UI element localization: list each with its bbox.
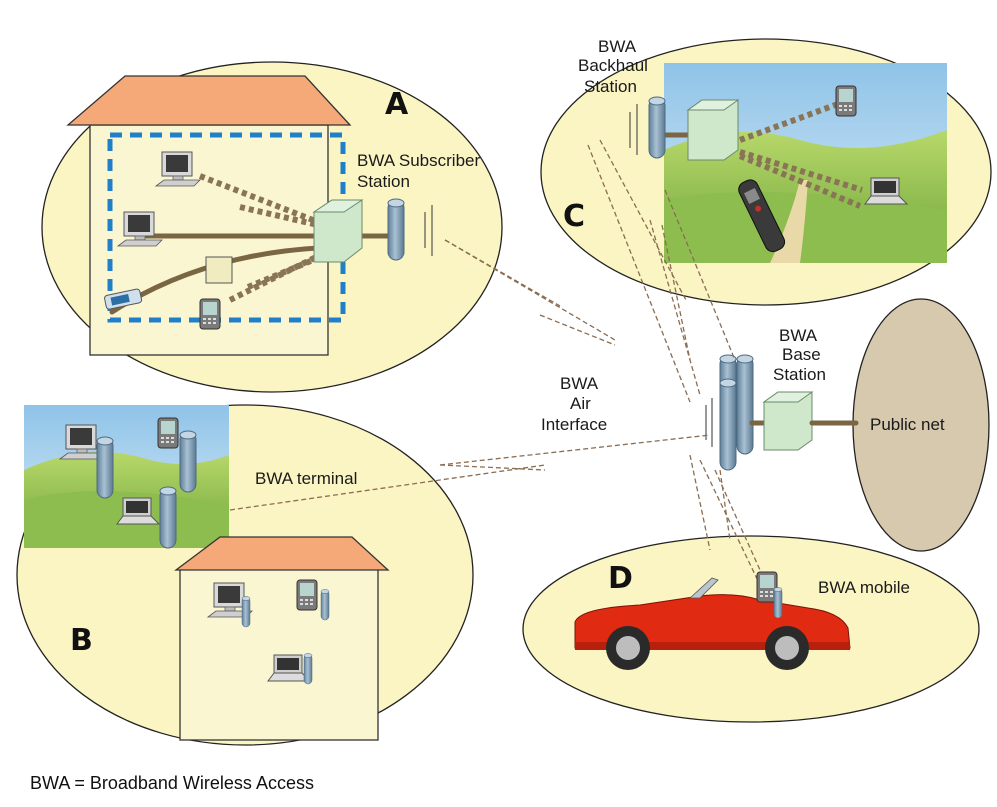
house-icon: [174, 536, 390, 741]
antenna-icon: [773, 587, 783, 619]
signal-waves-icon: [629, 104, 638, 155]
backhaul-label-line1: BWA: [598, 37, 637, 56]
subscriber-station-label-line1: BWA Subscriber: [357, 151, 480, 170]
footnote: BWA = Broadband Wireless Access: [30, 773, 314, 793]
pda-icon: [199, 298, 221, 330]
air-interface-label-line3: Interface: [541, 415, 607, 434]
antenna-icon: [179, 430, 197, 493]
terminal-landscape-image: [24, 405, 229, 548]
antenna-icon: [648, 96, 666, 159]
zone-d-letter: D: [608, 561, 633, 596]
subscriber-station-label-line2: Station: [357, 172, 410, 191]
zone-c-letter: C: [563, 199, 585, 234]
pda-icon: [835, 85, 857, 117]
antenna-icon: [387, 198, 405, 261]
switch-box: [205, 256, 233, 284]
zone-a-letter: A: [385, 87, 409, 122]
base-station-antenna-group: [719, 354, 754, 471]
base-station-label-line1: BWA: [779, 326, 818, 345]
air-interface-label-line1: BWA: [560, 374, 599, 393]
antenna-icon: [303, 653, 313, 685]
base-station-box: [762, 391, 814, 451]
antenna-icon: [241, 596, 251, 628]
mobile-label: BWA mobile: [818, 578, 910, 597]
backhaul-label-line2: Backhaul: [578, 56, 648, 75]
backhaul-label-line3: Station: [584, 77, 637, 96]
laptop-icon: [104, 288, 143, 310]
pda-icon: [157, 417, 179, 449]
air-interface-rays: [229, 139, 761, 586]
base-station-label-line3: Station: [773, 365, 826, 384]
backhaul-station-box: [686, 99, 740, 161]
antenna-icon: [320, 589, 330, 621]
antenna-icon: [96, 436, 114, 499]
backhaul-landscape-image: [664, 63, 947, 263]
signal-waves-icon: [705, 398, 713, 447]
base-station-label-line2: Base: [782, 345, 821, 364]
cell-phone-icon: [738, 179, 786, 253]
terminal-label: BWA terminal: [255, 469, 357, 488]
antenna-icon: [159, 486, 177, 549]
subscriber-station-box: [312, 199, 364, 263]
pda-icon: [296, 579, 318, 611]
public-net-label: Public net: [870, 415, 945, 434]
air-interface-label-line2: Air: [570, 394, 591, 413]
signal-waves-icon: [424, 205, 433, 256]
zone-b-letter: B: [70, 623, 93, 658]
